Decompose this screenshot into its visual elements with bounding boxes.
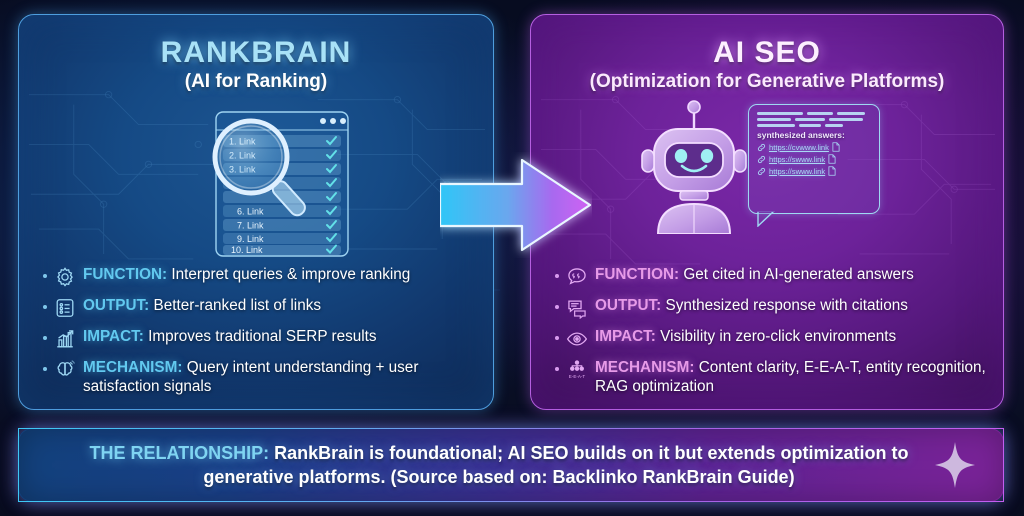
bullet-body: Better-ranked list of links	[153, 297, 322, 314]
ai-seo-panel: AI SEO (Optimization for Generative Plat…	[530, 14, 1004, 410]
document-icon	[828, 154, 836, 164]
bullet-body: Improves traditional SERP results	[148, 328, 377, 345]
link-icon	[757, 143, 766, 151]
bullet-label: FUNCTION:	[83, 266, 168, 283]
svg-text:1. Link: 1. Link	[229, 137, 256, 147]
left-panel-bullets: FUNCTION: Interpret queries & improve ra…	[43, 265, 477, 405]
bullet-text: OUTPUT: Better-ranked list of links	[83, 296, 321, 315]
bullet-label: OUTPUT:	[83, 297, 150, 314]
brain-icon	[57, 360, 76, 376]
banner-label: THE RELATIONSHIP:	[89, 442, 270, 463]
bullet-dot	[43, 336, 47, 340]
synthesized-answers-bubble: synthesized answers: https://cvwww.link …	[748, 104, 880, 227]
bubble-link-row[interactable]: https://cvwww.link	[757, 142, 871, 152]
right-panel-subtitle: (Optimization for Generative Platforms)	[589, 70, 945, 92]
eeat-nodes-icon: E-E-A-T	[569, 360, 586, 379]
bullet-body: Get cited in AI-generated answers	[683, 266, 914, 283]
bar-chart-icon	[57, 330, 74, 348]
left-panel-title-block: RANKBRAIN (AI for Ranking)	[19, 37, 493, 92]
bullet-impact: IMPACT: Visibility in zero-click environ…	[555, 327, 987, 350]
skeleton-line-row	[757, 118, 871, 121]
bullet-body: Visibility in zero-click environments	[660, 328, 897, 345]
svg-text:3. Link: 3. Link	[229, 165, 256, 175]
browser-window-dots	[320, 118, 346, 124]
bullet-label: IMPACT:	[83, 328, 144, 345]
bullet-dot	[555, 305, 559, 309]
bullet-text: IMPACT: Visibility in zero-click environ…	[595, 327, 896, 346]
right-panel-title-block: AI SEO (Optimization for Generative Plat…	[531, 37, 1003, 92]
quote-bubble-icon	[568, 268, 586, 285]
bullet-dot	[555, 336, 559, 340]
bullet-text: MECHANISM: Content clarity, E-E-A-T, ent…	[595, 358, 987, 397]
link-icon	[757, 167, 766, 175]
link-icon	[757, 155, 766, 163]
bullet-mechanism: E-E-A-T MECHANISM: Content clarity, E-E-…	[555, 358, 987, 397]
bullet-text: FUNCTION: Get cited in AI-generated answ…	[595, 265, 914, 284]
right-panel-title: AI SEO	[713, 36, 821, 69]
serp-results-illustration: 1. Link 2. Link 3. Link 6. Link 7. Link …	[215, 111, 349, 257]
bullet-function: FUNCTION: Interpret queries & improve ra…	[43, 265, 477, 288]
bullet-dot	[43, 305, 47, 309]
bubble-tail	[757, 211, 776, 227]
robot-icon	[641, 100, 747, 234]
bubble-link-url[interactable]: https://cvwww.link	[769, 142, 829, 152]
relationship-banner: THE RELATIONSHIP: RankBrain is foundatio…	[18, 428, 1004, 502]
svg-text:2. Link: 2. Link	[229, 151, 256, 161]
gear-icon	[57, 267, 73, 287]
banner-line2: to generative platforms. (Source based o…	[203, 442, 909, 487]
skeleton-line-row	[757, 112, 871, 115]
bullet-body: Query intent understanding + user satisf…	[83, 359, 419, 396]
bullet-text: MECHANISM: Query intent understanding + …	[83, 358, 477, 397]
bullet-body: Synthesized response with citations	[665, 297, 908, 314]
bubble-label: synthesized answers:	[757, 130, 845, 140]
bullet-text: OUTPUT: Synthesized response with citati…	[595, 296, 908, 315]
bubble-link-row[interactable]: https://swww.link	[757, 154, 871, 164]
right-arrow	[440, 158, 592, 252]
left-panel-subtitle: (AI for Ranking)	[184, 70, 328, 92]
bullet-text: FUNCTION: Interpret queries & improve ra…	[83, 265, 410, 284]
bullet-label: MECHANISM:	[595, 359, 695, 376]
rankbrain-panel: RANKBRAIN (AI for Ranking) 1. Link 2. Li…	[18, 14, 494, 410]
skeleton-line-row	[757, 124, 871, 127]
bullet-label: MECHANISM:	[83, 359, 183, 376]
left-panel-title: RANKBRAIN	[160, 36, 352, 69]
svg-text:6. Link: 6. Link	[237, 207, 264, 217]
serp-rows: 1. Link 2. Link 3. Link 6. Link 7. Link …	[223, 135, 341, 255]
bullet-body: Interpret queries & improve ranking	[171, 266, 411, 283]
document-icon	[828, 166, 836, 176]
bullet-output: OUTPUT: Better-ranked list of links	[43, 296, 477, 319]
document-icon	[832, 142, 840, 152]
bullet-body: Content clarity, E-E-A-T, entity recogni…	[595, 359, 986, 396]
eye-icon	[566, 332, 588, 346]
bubble-link-row[interactable]: https://swww.link	[757, 166, 871, 176]
bullet-mechanism: MECHANISM: Query intent understanding + …	[43, 358, 477, 397]
bullet-dot	[43, 367, 47, 371]
svg-text:10. Link: 10. Link	[231, 245, 263, 255]
bullet-function: FUNCTION: Get cited in AI-generated answ…	[555, 265, 987, 288]
svg-text:9. Link: 9. Link	[237, 234, 264, 244]
chat-bubbles-icon	[568, 300, 586, 319]
bullet-text: IMPACT: Improves traditional SERP result…	[83, 327, 377, 346]
svg-text:7. Link: 7. Link	[237, 221, 264, 231]
bullet-output: OUTPUT: Synthesized response with citati…	[555, 296, 987, 319]
bullet-dot	[555, 367, 559, 371]
bullet-label: IMPACT:	[595, 328, 656, 345]
bullet-dot	[43, 274, 47, 278]
bubble-link-url[interactable]: https://swww.link	[769, 154, 826, 164]
bullet-dot	[555, 274, 559, 278]
bullet-label: FUNCTION:	[595, 266, 680, 283]
banner-line1: RankBrain is foundational; AI SEO builds…	[274, 442, 887, 463]
right-panel-bullets: FUNCTION: Get cited in AI-generated answ…	[555, 265, 987, 405]
bullet-impact: IMPACT: Improves traditional SERP result…	[43, 327, 477, 350]
banner-text: THE RELATIONSHIP: RankBrain is foundatio…	[19, 441, 1003, 490]
bubble-link-url[interactable]: https://swww.link	[769, 166, 826, 176]
sparkle-icon	[935, 442, 975, 488]
bullet-label: OUTPUT:	[595, 297, 662, 314]
eeat-icon-caption: E-E-A-T	[569, 374, 586, 379]
list-icon	[56, 299, 74, 317]
